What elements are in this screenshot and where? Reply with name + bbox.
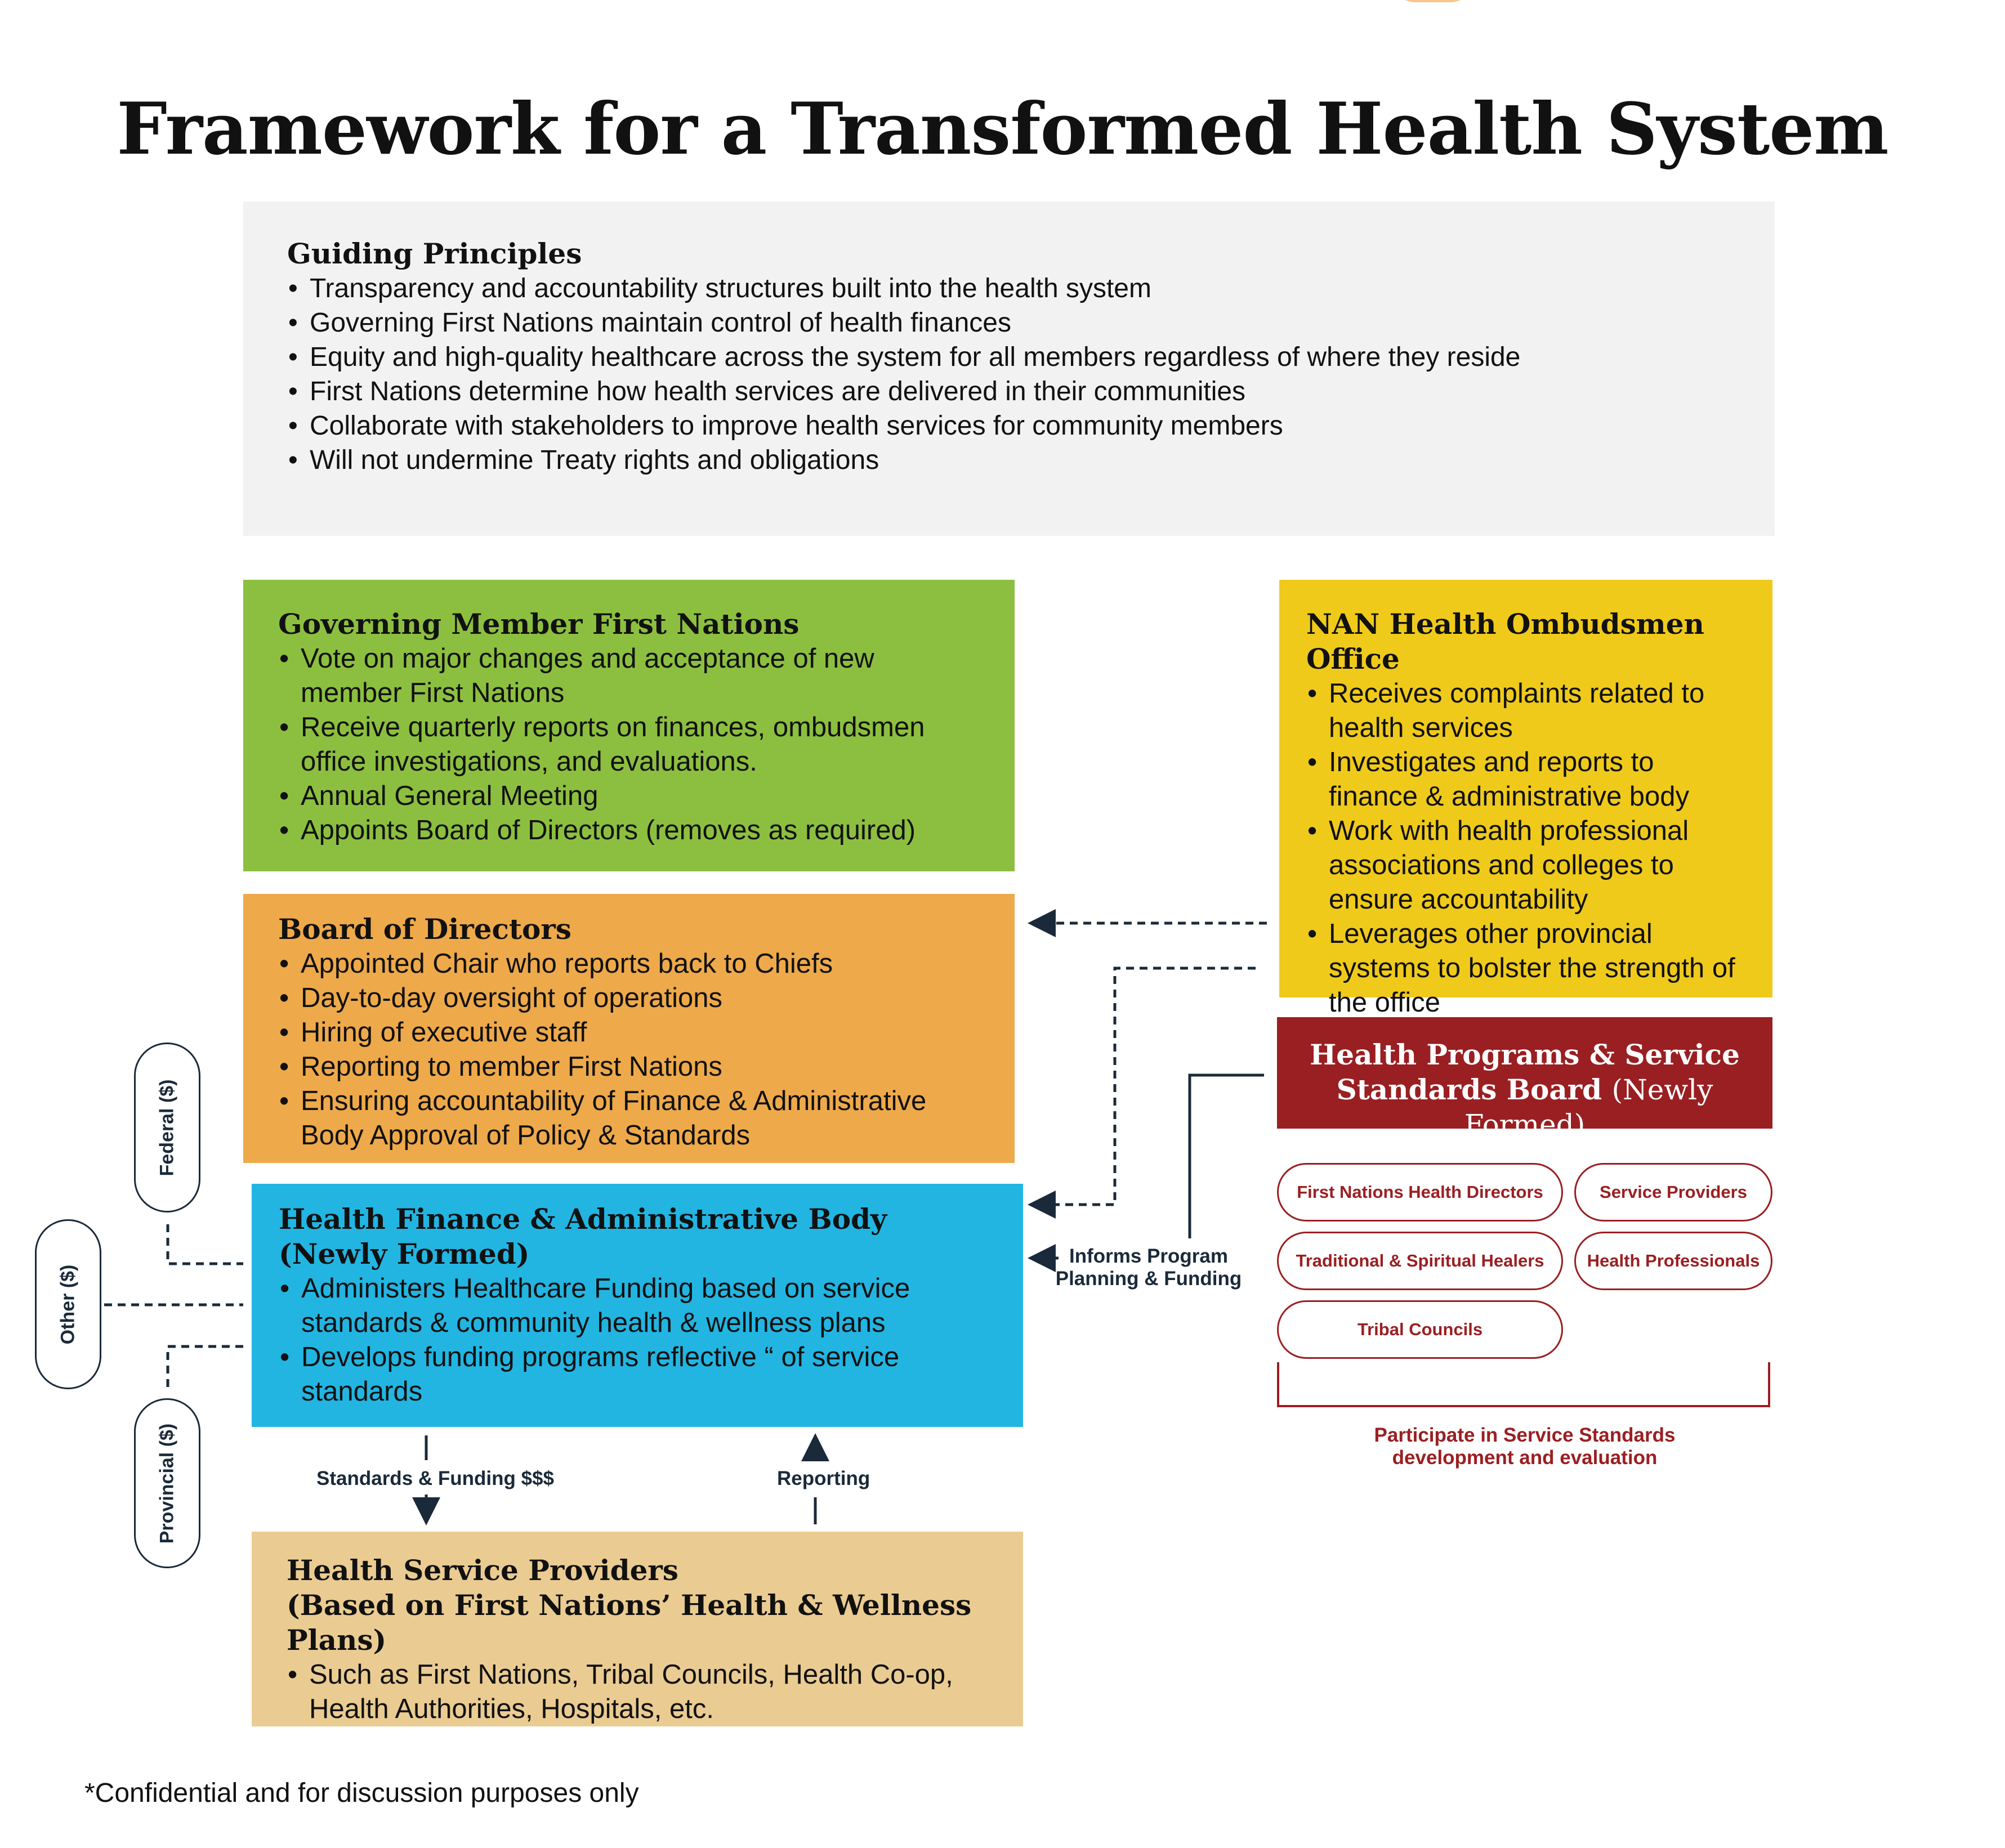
participant-pill: First Nations Health Directors (1277, 1163, 1563, 1221)
federal-connector (166, 1224, 243, 1265)
participant-pill: Health Professionals (1574, 1232, 1772, 1290)
providers-list: Such as First Nations, Tribal Councils, … (287, 1658, 988, 1726)
standards-board-subtitle: (Newly Formed) (1464, 1073, 1713, 1141)
logo-mark (1391, 0, 1475, 2)
governing-heading: Governing Member First Nations (278, 607, 800, 641)
ombudsmen-item: Receives complaints related to health se… (1306, 677, 1745, 745)
participants-bracket (1277, 1362, 1770, 1407)
ombudsmen-to-finance-arrow (1028, 966, 1256, 1219)
finance-item: Develops funding programs reflective “ o… (279, 1340, 996, 1409)
board-item: Reporting to member First Nations (278, 1050, 980, 1084)
principle-item: Transparency and accountability structur… (287, 271, 1731, 306)
governing-item: Receive quarterly reports on finances, o… (278, 710, 980, 779)
ombudsmen-heading: NAN Health Ombudsmen Office (1306, 607, 1704, 675)
board-item: Ensuring accountability of Finance & Adm… (278, 1084, 980, 1153)
providers-item: Such as First Nations, Tribal Councils, … (287, 1658, 988, 1726)
providers-heading-line2: (Based on First Nations’ Health & Wellne… (287, 1589, 972, 1657)
participant-pill: Tribal Councils (1277, 1300, 1563, 1359)
board-heading: Board of Directors (278, 912, 571, 946)
participant-pill: Traditional & Spiritual Healers (1277, 1232, 1563, 1290)
ombudsmen-list: Receives complaints related to health se… (1306, 677, 1745, 1020)
standards-board-connector (1188, 1073, 1264, 1238)
ombudsmen-item: Investigates and reports to finance & ad… (1306, 745, 1745, 814)
informs-label-line2: Planning & Funding (1055, 1268, 1242, 1290)
federal-funding-pill: Federal ($) (134, 1042, 200, 1212)
board-item: Hiring of executive staff (278, 1015, 980, 1050)
principle-item: Equity and high-quality healthcare acros… (287, 340, 1731, 374)
providers-heading-line1: Health Service Providers (287, 1554, 678, 1587)
participate-label-line2: development and evaluation (1392, 1447, 1658, 1469)
informs-label-line1: Informs Program (1069, 1245, 1228, 1267)
guiding-principles-list: Transparency and accountability structur… (287, 271, 1731, 477)
other-funding-pill: Other ($) (35, 1219, 101, 1389)
finance-heading-line1: Health Finance & Administrative Body (279, 1202, 887, 1236)
governing-list: Vote on major changes and acceptance of … (278, 642, 980, 848)
participate-label-line1: Participate in Service Standards (1374, 1424, 1676, 1446)
governing-item: Annual General Meeting (278, 779, 980, 813)
ombudsmen-office-panel: NAN Health Ombudsmen Office Receives com… (1279, 580, 1772, 1018)
ombudsmen-item: Leverages other provincial systems to bo… (1306, 917, 1745, 1020)
principle-item: Collaborate with stakeholders to improve… (287, 409, 1731, 443)
standards-board-panel: Health Programs & Service Standards Boar… (1277, 1017, 1772, 1141)
page-title: Framework for a Transformed Health Syste… (117, 87, 1888, 171)
participant-pill: Service Providers (1574, 1163, 1772, 1221)
principle-item: First Nations determine how health servi… (287, 374, 1731, 409)
finance-list: Administers Healthcare Funding based on … (279, 1272, 996, 1409)
informs-planning-label: Informs Program Planning & Funding (1042, 1245, 1256, 1290)
footnote: *Confidential and for discussion purpose… (84, 1778, 639, 1808)
reporting-label: Reporting (777, 1467, 870, 1489)
governing-item: Vote on major changes and acceptance of … (278, 642, 980, 710)
principle-item: Will not undermine Treaty rights and obl… (287, 443, 1731, 477)
participate-label: Participate in Service Standards develop… (1277, 1424, 1772, 1469)
governing-first-nations-panel: Governing Member First Nations Vote on m… (243, 580, 1015, 871)
finance-item: Administers Healthcare Funding based on … (279, 1272, 996, 1340)
guiding-principles-panel: Guiding Principles Transparency and acco… (243, 202, 1775, 536)
standards-funding-label: Standards & Funding $$$ (316, 1467, 554, 1489)
principle-item: Governing First Nations maintain control… (287, 306, 1731, 340)
board-item: Day-to-day oversight of operations (278, 981, 980, 1015)
governing-item: Appoints Board of Directors (removes as … (278, 813, 980, 848)
provincial-funding-pill: Provincial ($) (134, 1398, 200, 1568)
board-item: Appointed Chair who reports back to Chie… (278, 947, 980, 981)
provincial-connector (166, 1345, 243, 1388)
ombudsmen-item: Work with health professional associatio… (1306, 814, 1745, 917)
finance-admin-body-panel: Health Finance & Administrative Body (Ne… (252, 1184, 1023, 1427)
standards-board-title-line2: Standards Board (1336, 1073, 1602, 1106)
board-list: Appointed Chair who reports back to Chie… (278, 947, 980, 1153)
board-of-directors-panel: Board of Directors Appointed Chair who r… (243, 894, 1015, 1163)
finance-heading-line2: (Newly Formed) (279, 1237, 530, 1270)
health-service-providers-panel: Health Service Providers (Based on First… (252, 1532, 1023, 1726)
guiding-principles-heading: Guiding Principles (287, 237, 582, 270)
standards-board-title-line1: Health Programs & Service (1310, 1038, 1740, 1071)
